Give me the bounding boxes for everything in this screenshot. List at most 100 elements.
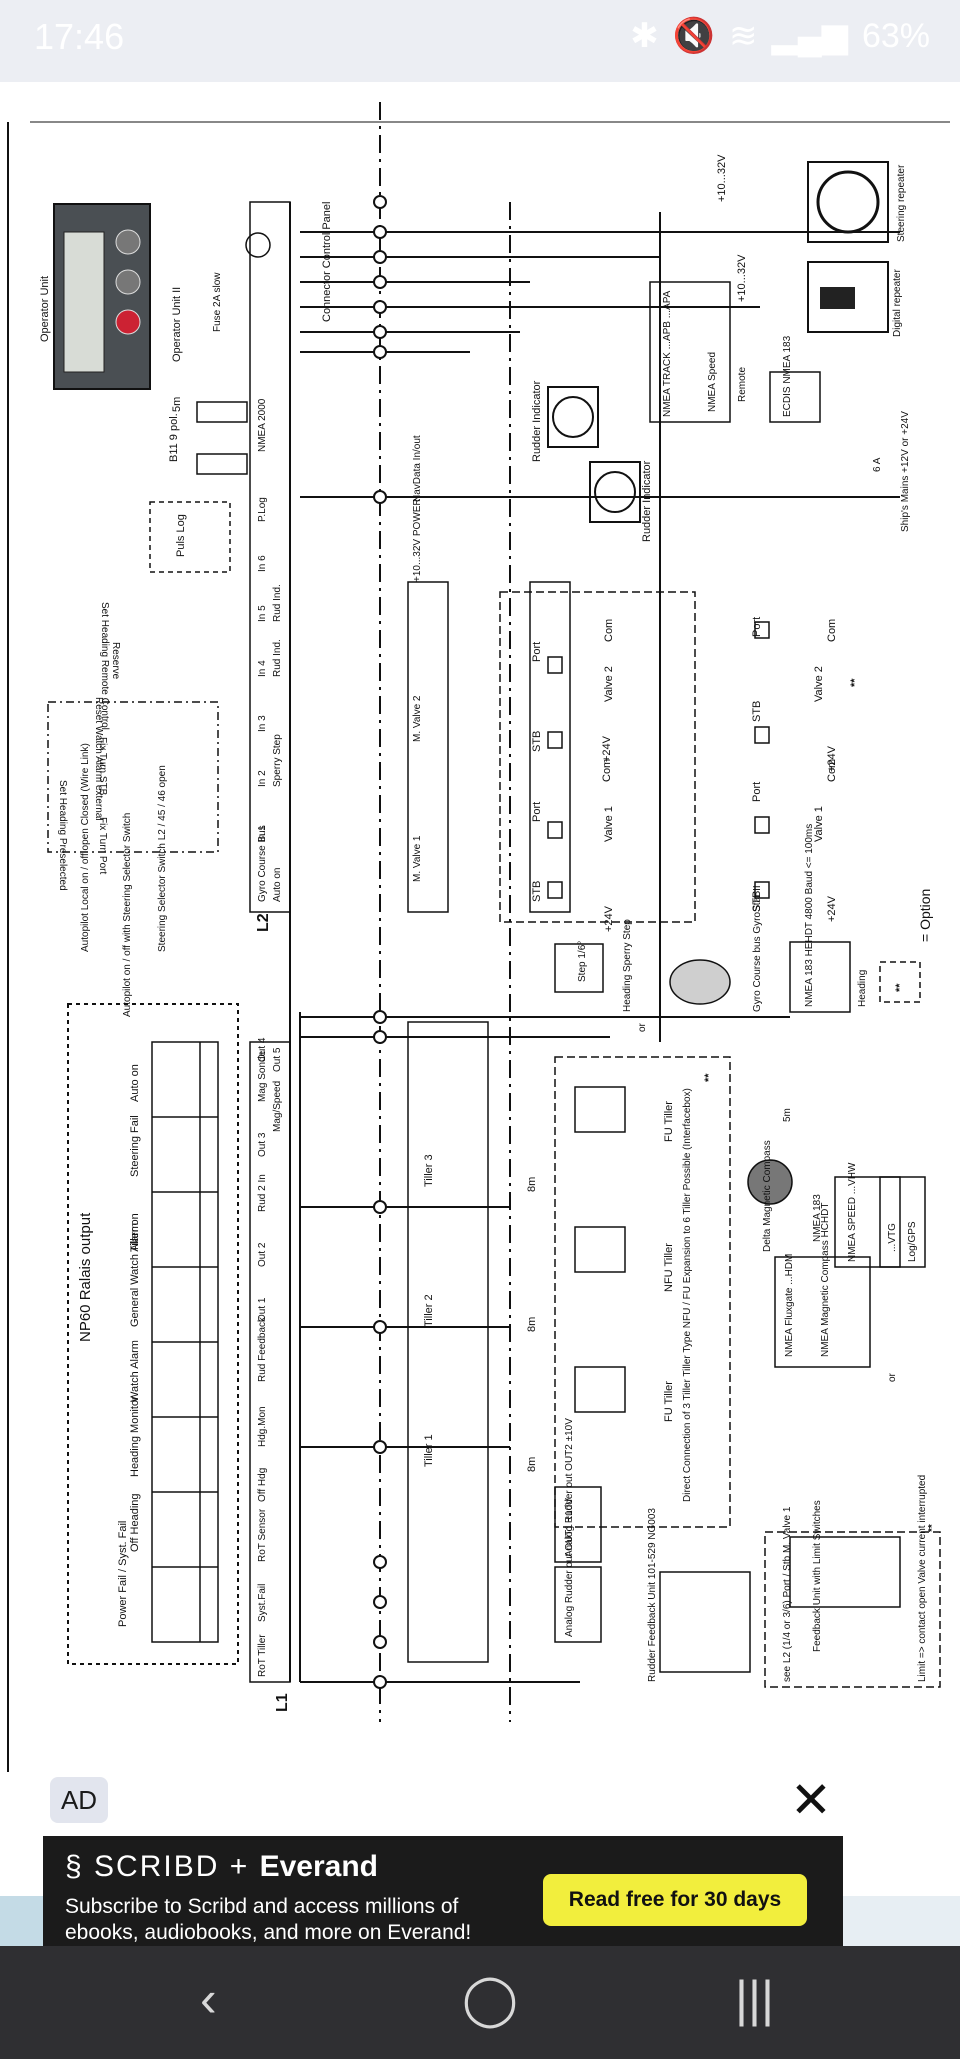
terminal-group-rud-2-in: Rud 2 In bbox=[257, 1174, 268, 1212]
or-label-2: or bbox=[637, 1022, 648, 1032]
rudder-feedback-unit: Rudder Feedback Unit 101-529 NG003 bbox=[647, 1508, 658, 1682]
input-fix-turn-port: Fix Turn Port bbox=[97, 817, 108, 874]
wiring-diagram: NP60 Ralais output Power Fail / Syst. Fa… bbox=[7, 102, 950, 1772]
l2-label: L2 bbox=[255, 913, 272, 932]
delta-compass-label: Delta Magnetic Compass bbox=[762, 1140, 773, 1252]
recents-button[interactable]: ||| bbox=[735, 1971, 774, 2027]
plus24-label: +24V bbox=[603, 905, 615, 932]
terminal-group-rud-ind-2: Rud Ind. bbox=[272, 584, 283, 622]
terminal-group-in-3: In 3 bbox=[257, 715, 268, 732]
terminal-group-rot-tiller: RoT Tiller bbox=[257, 1634, 268, 1677]
heading-sperry-label: Heading Sperry Step bbox=[622, 919, 633, 1012]
preselected-box bbox=[47, 701, 219, 853]
ecdis-box bbox=[769, 371, 821, 423]
terminal-group-rud-ind-1: Rud Ind. bbox=[272, 639, 283, 677]
terminal-group-p-log: P.Log bbox=[257, 497, 268, 522]
wifi-icon: ≋ bbox=[729, 17, 758, 55]
fuse-icon bbox=[245, 232, 271, 258]
terminal-group-off-hdg: Off Hdg bbox=[257, 1468, 268, 1502]
rudder-indicator-2: Rudder Indicator bbox=[641, 460, 653, 542]
input-reset-watch-alarm: Reset Watch Alarm external bbox=[93, 697, 104, 821]
relay-output-4: Watch Alarm bbox=[129, 1340, 141, 1402]
stb-label-4: STB bbox=[751, 701, 763, 722]
nmea-speed-vhw-label: NMEA SPEED ...VHW bbox=[847, 1162, 858, 1262]
tiller-note: Direct Connection of 3 Tiller Tiller Typ… bbox=[682, 1088, 693, 1502]
eight-m-2: 8m bbox=[526, 1317, 538, 1332]
terminal-group-mag-speed: Mag/Speed bbox=[272, 1081, 283, 1132]
relay-output-2: Off Heading bbox=[129, 1493, 141, 1552]
remote-label: Remote bbox=[737, 367, 748, 402]
b11-label: B11 9 pol. bbox=[168, 413, 180, 462]
scribd-ad-banner[interactable]: § SCRIBD + Everand Subscribe to Scribd a… bbox=[43, 1836, 843, 1946]
brand-everand: Everand bbox=[259, 1850, 378, 1883]
puls-log-box bbox=[149, 501, 231, 573]
ad-brand: § SCRIBD + Everand bbox=[65, 1850, 378, 1884]
gyro-bus-label: Gyro Course bus GyroStar II bbox=[752, 885, 763, 1012]
digital-repeater-label: Digital repeater bbox=[892, 269, 903, 337]
input-set-heading-preselected: Set Heading Preselected bbox=[57, 780, 68, 891]
back-button[interactable]: ‹ bbox=[200, 1971, 217, 2027]
home-button[interactable]: ◯ bbox=[462, 1971, 518, 2027]
option-legend-box bbox=[879, 961, 921, 1003]
terminal-group-rud-feedback: Rud Feedback bbox=[257, 1316, 268, 1382]
terminal-group-in-6: In 6 bbox=[257, 555, 268, 572]
nmea183-box bbox=[789, 941, 851, 1013]
input-set-heading-remote: Set Heading Remote Control bbox=[99, 602, 110, 730]
navigation-bar: ‹ ◯ ||| bbox=[0, 1946, 960, 2059]
double-star-valves: ** bbox=[849, 678, 861, 687]
voltage-label-2: +10...32V bbox=[736, 254, 748, 302]
relay-output-6: Tiller on bbox=[129, 1213, 141, 1252]
fuse-label: Fuse 2A slow bbox=[212, 272, 223, 332]
terminal-group-in-4: In 4 bbox=[257, 660, 268, 677]
ad-close-icon[interactable]: ✕ bbox=[790, 1772, 832, 1828]
stb-label: STB bbox=[531, 881, 543, 902]
valve-1-label: Valve 1 bbox=[603, 806, 615, 842]
loggps-label: Log/GPS bbox=[907, 1221, 918, 1262]
input-steering-selector: Steering Selector Switch L2 / 45 / 46 op… bbox=[157, 765, 168, 952]
db9-connector-icon bbox=[196, 401, 248, 423]
valve-1-lower-label: Valve 1 bbox=[813, 806, 825, 842]
read-free-button[interactable]: Read free for 30 days bbox=[543, 1874, 807, 1926]
terminal-group-auto-on: Auto on bbox=[272, 868, 283, 902]
com-label-3: Com bbox=[826, 759, 838, 782]
puls-log-label: Puls Log bbox=[175, 514, 187, 557]
terminal-group-out-3: Out 3 bbox=[257, 1132, 268, 1157]
steering-repeater-label: Steering repeater bbox=[896, 164, 907, 242]
ships-mains-label: Ship's Mains +12V or +24V bbox=[900, 411, 911, 532]
input-reserve: Reserve bbox=[110, 642, 121, 680]
db9-connector-icon-2 bbox=[196, 453, 248, 475]
terminal-group-mag-sonde: Mag Sonde bbox=[257, 1050, 268, 1102]
ecdis-label: ECDIS NMEA 183 bbox=[782, 335, 793, 417]
feedback-switches-label: Feedback Unit with Limit Switches bbox=[812, 1500, 823, 1652]
magnetic-compass-label: NMEA Magnetic Compass HCHDT bbox=[820, 1203, 831, 1357]
analog-out-2: Analog Rudder out OUT2 ±10V bbox=[564, 1418, 575, 1557]
plus24-label-2: +24V bbox=[601, 735, 613, 762]
terminal-group-m-valve-2: M. Valve 2 bbox=[412, 695, 423, 742]
nfu-tiller-label: NFU Tiller bbox=[663, 1243, 675, 1292]
plus24-label-4: +24V bbox=[826, 745, 838, 772]
valve-2-label: Valve 2 bbox=[603, 666, 615, 702]
nmea-track-label: NMEA TRACK ...APB ...APA bbox=[662, 290, 673, 417]
input-autopilot-local: Autopilot Local on / off open Closed (Wi… bbox=[80, 743, 91, 952]
port-label-3: Port bbox=[751, 782, 763, 802]
status-time: 17:46 bbox=[34, 16, 125, 57]
double-star-tiller: ** bbox=[703, 1073, 715, 1082]
heading-label: Heading bbox=[857, 970, 868, 1007]
ad-badge: AD bbox=[50, 1777, 108, 1823]
steering-dial-icon bbox=[816, 170, 880, 234]
or-label-1: or bbox=[887, 1372, 898, 1382]
bluetooth-icon: ✱ bbox=[630, 17, 659, 55]
nmea-track-box bbox=[649, 281, 731, 423]
terminal-group-gyro-bus: Gyro Course Bus bbox=[257, 825, 268, 902]
signal-icon: ▂▄▆ bbox=[771, 17, 848, 55]
fu-tiller-2: FU Tiller bbox=[663, 1381, 675, 1422]
gyro-icon bbox=[669, 959, 731, 1005]
digital-display-icon bbox=[820, 287, 855, 309]
com-label-4: Com bbox=[826, 619, 838, 642]
fu-tiller-1: FU Tiller bbox=[663, 1101, 675, 1142]
document-page[interactable]: NP60 Ralais output Power Fail / Syst. Fa… bbox=[0, 82, 960, 1782]
port-label-4: Port bbox=[751, 617, 763, 637]
nmea183-label: NMEA 183 bbox=[812, 1194, 823, 1242]
six-a-label: 6 A bbox=[872, 457, 883, 472]
com-label: Com bbox=[603, 619, 615, 642]
